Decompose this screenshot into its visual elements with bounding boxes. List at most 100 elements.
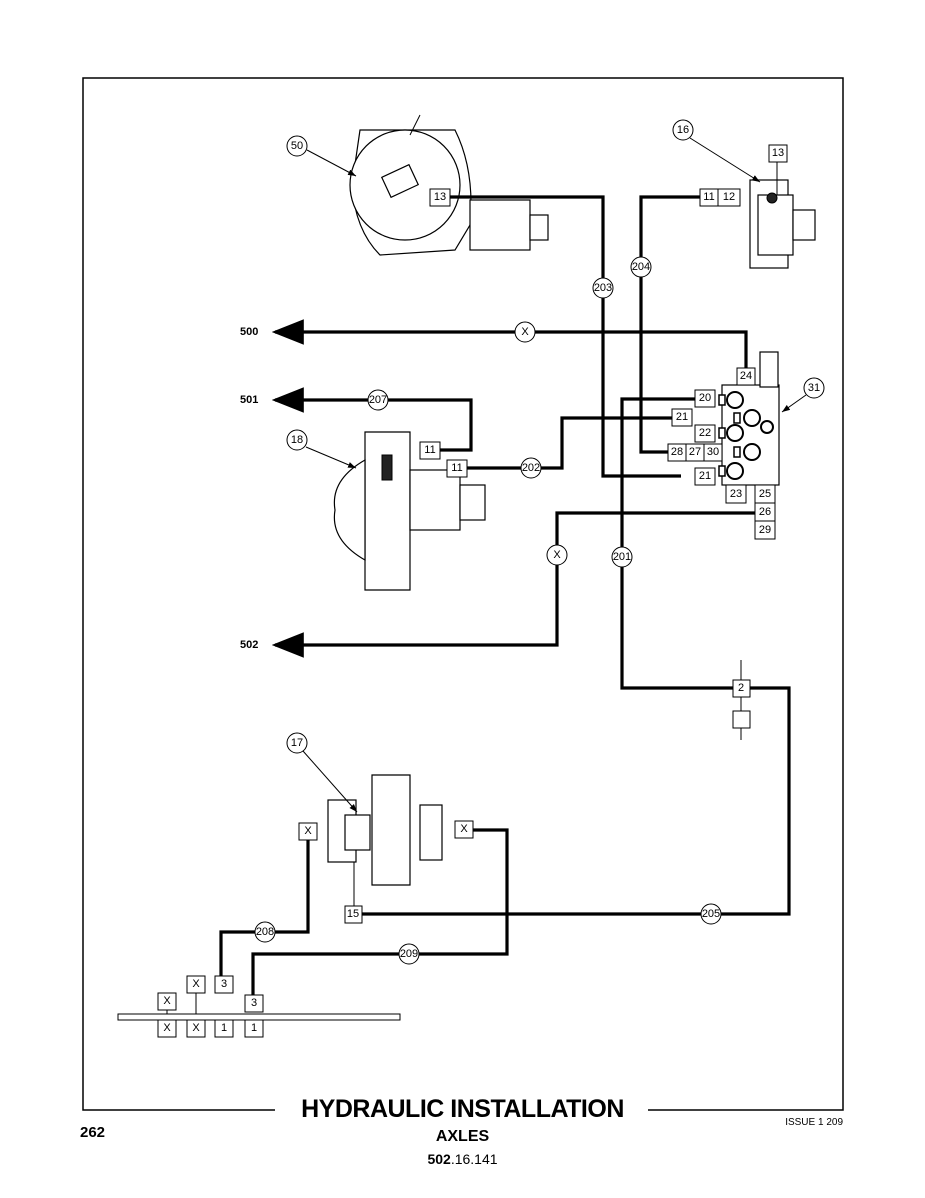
svg-text:X: X [192,1022,200,1034]
svg-text:17: 17 [291,737,303,749]
svg-text:X: X [521,326,529,338]
port-22: 22 [694,424,716,443]
port-13-motor: 13 [429,188,451,207]
svg-text:31: 31 [808,382,820,394]
svg-text:203: 203 [594,282,612,294]
svg-text:13: 13 [772,147,784,159]
svg-text:3: 3 [251,997,257,1009]
hose-205: 205 [700,903,722,925]
outlet-501: 501 [240,394,258,406]
section-code-main: 502 [427,1151,451,1167]
svg-text:29: 29 [759,524,771,536]
axle-17-drawing [327,774,443,906]
connector-bar [117,1013,401,1021]
port-x-left: X [298,822,318,841]
connector-pin-x4: X [186,1019,206,1038]
port-27: 27 [685,443,705,462]
section-code: 502.16.141 [0,1151,925,1167]
hose-204: 204 [630,256,652,278]
section-subtitle: AXLES [435,1128,490,1145]
svg-text:201: 201 [613,551,631,563]
valve-block-31-drawing [718,351,780,486]
svg-text:3: 3 [221,978,227,990]
svg-text:15: 15 [347,908,359,920]
svg-text:209: 209 [400,948,418,960]
port-24: 24 [736,367,756,386]
svg-text:28: 28 [671,446,683,458]
svg-text:1: 1 [251,1022,257,1034]
page-frame [82,77,844,1111]
port-11-axle-upper: 11 [419,441,441,460]
svg-text:18: 18 [291,434,303,446]
callout-leaders [302,137,807,813]
page-title: HYDRAULIC INSTALLATION [301,1095,624,1123]
svg-text:13: 13 [434,191,446,203]
port-2: 2 [732,679,751,698]
svg-text:202: 202 [522,462,540,474]
svg-text:X: X [163,995,171,1007]
port-26: 26 [754,502,776,522]
svg-text:23: 23 [730,488,742,500]
connector-pin-x2: X [186,975,206,994]
port-25: 25 [754,484,776,504]
connector-pin-x3: X [157,1019,177,1038]
hose-lines [219,195,791,995]
port-21-upper: 21 [671,408,693,427]
port-11-axle-lower: 11 [446,459,468,478]
callout-16: 16 [672,119,694,141]
hose-202: 202 [520,457,542,479]
svg-text:11: 11 [424,444,435,456]
svg-text:X: X [553,549,561,561]
svg-text:16: 16 [677,124,689,136]
section-code-rest: .16.141 [450,1151,498,1167]
axle-18-drawing [333,431,486,591]
svg-text:1: 1 [221,1022,227,1034]
port-12-pump: 12 [717,188,741,207]
port-15: 15 [344,905,363,924]
port-x-right: X [454,820,474,839]
issue-label: ISSUE 1 209 [785,1117,843,1128]
svg-text:12: 12 [723,191,735,203]
svg-text:X: X [304,825,312,837]
svg-text:X: X [192,978,200,990]
svg-text:22: 22 [699,427,711,439]
hose-203: 203 [592,277,614,299]
connector-pin-3a: 3 [214,975,234,994]
callout-18: 18 [286,429,308,451]
connector-pin-1a: 1 [214,1019,234,1038]
svg-text:2: 2 [738,682,744,694]
svg-text:26: 26 [759,506,771,518]
svg-text:11: 11 [703,191,714,203]
hose-201: 201 [611,546,633,568]
svg-text:50: 50 [291,140,303,152]
motor-50-drawing [349,114,549,256]
svg-text:21: 21 [676,411,688,423]
port-28: 28 [667,443,687,462]
hose-209: 209 [398,943,420,965]
svg-text:208: 208 [256,926,274,938]
outlet-500: 500 [240,326,258,338]
callout-31: 31 [803,377,825,399]
pump-16-drawing [749,179,816,269]
callout-50: 50 [286,135,308,157]
connector-pin-1b: 1 [244,1019,264,1038]
hose-208: 208 [254,921,276,943]
svg-text:27: 27 [689,446,701,458]
port-30: 30 [703,443,723,462]
callout-17: 17 [286,732,308,754]
svg-text:205: 205 [702,908,720,920]
hose-207: 207 [367,389,389,411]
port-13-pump: 13 [768,144,788,163]
svg-text:X: X [460,823,468,835]
hose-x-500: X [514,321,536,343]
svg-text:204: 204 [632,261,650,273]
svg-text:30: 30 [707,446,719,458]
port-23: 23 [725,484,747,504]
svg-text:25: 25 [759,488,771,500]
svg-text:207: 207 [369,394,387,406]
connector-pin-3b: 3 [244,994,264,1013]
hose-x-502: X [546,544,568,566]
connector-pin-x1: X [157,992,177,1011]
port-20: 20 [694,389,716,408]
